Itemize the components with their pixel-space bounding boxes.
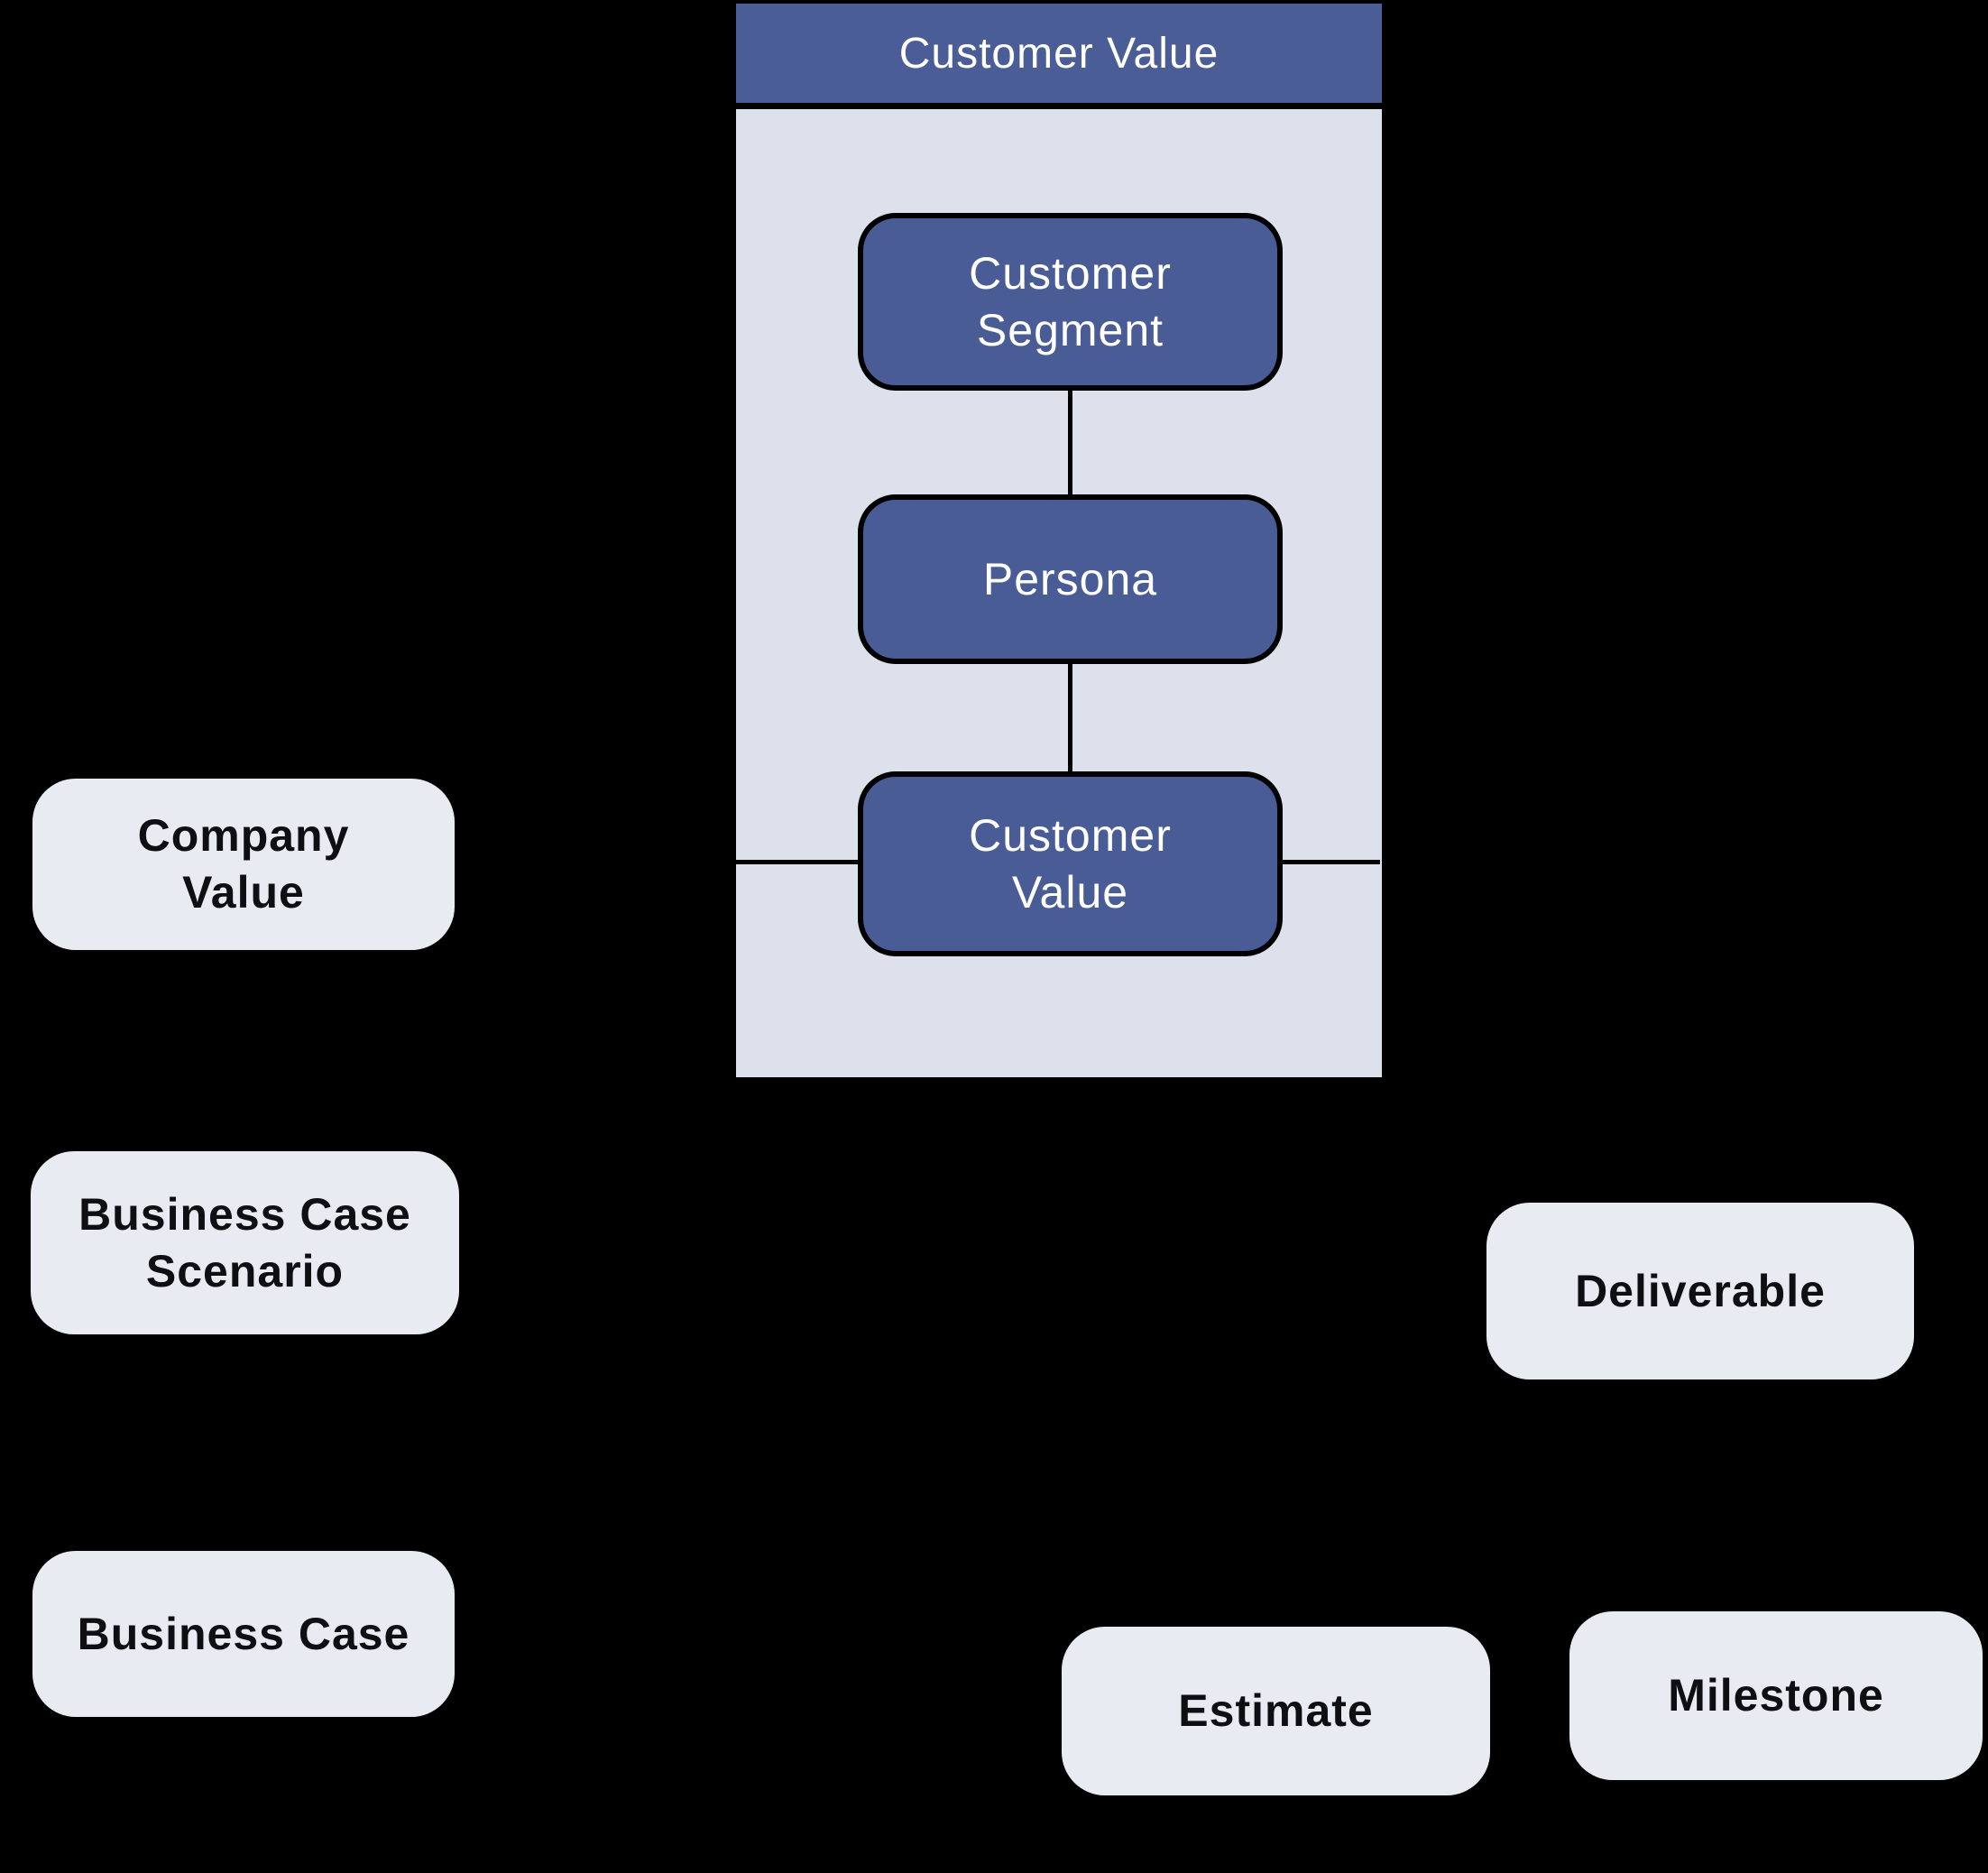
connector-customer-value-right-stub	[1281, 860, 1380, 864]
connector-persona-to-customer-value	[1068, 664, 1072, 774]
connector-customer-value-left-stub	[734, 860, 861, 864]
node-deliverable: Deliverable	[1486, 1203, 1914, 1379]
node-business-case-scenario-label: Business Case Scenario	[78, 1188, 411, 1296]
node-estimate-label: Estimate	[1178, 1685, 1374, 1736]
node-persona: Persona	[858, 494, 1283, 664]
node-business-case-scenario: Business Case Scenario	[31, 1151, 459, 1334]
connector-segment-to-persona	[1068, 391, 1072, 497]
node-milestone: Milestone	[1569, 1611, 1983, 1780]
node-business-case-label: Business Case	[77, 1608, 410, 1659]
container-title: Customer Value	[898, 29, 1219, 78]
node-milestone-label: Milestone	[1668, 1670, 1884, 1721]
node-business-case: Business Case	[32, 1551, 455, 1717]
customer-value-container-header: Customer Value	[736, 4, 1382, 109]
node-customer-value-label: Customer Value	[969, 809, 1172, 918]
node-company-value-label: Company Value	[137, 810, 350, 918]
node-persona-label: Persona	[982, 553, 1158, 604]
node-company-value: Company Value	[32, 779, 455, 950]
node-deliverable-label: Deliverable	[1575, 1265, 1826, 1316]
node-customer-segment: Customer Segment	[858, 213, 1283, 391]
node-estimate: Estimate	[1062, 1627, 1490, 1795]
node-customer-segment-label: Customer Segment	[969, 247, 1172, 355]
node-customer-value: Customer Value	[858, 771, 1283, 956]
